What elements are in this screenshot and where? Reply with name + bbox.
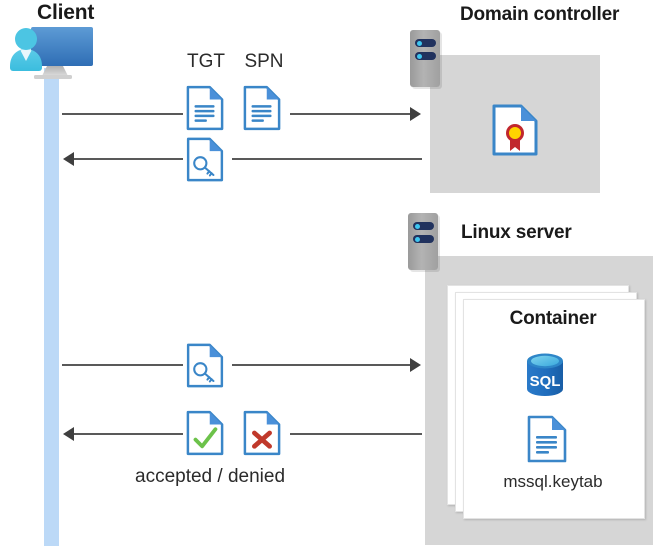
keytab-filename-label: mssql.keytab [503, 472, 603, 491]
tgt-label: TGT [187, 51, 225, 72]
message-request-line-right [290, 113, 412, 115]
container-card-front [463, 299, 645, 519]
service-ticket-key-document-icon [186, 137, 224, 187]
message-present-ticket-line-left [62, 364, 183, 366]
certificate-document-icon [492, 104, 538, 161]
domain-controller-server-rack-icon [410, 30, 440, 87]
accepted-check-document-icon [186, 410, 224, 461]
client-computer-user-icon [8, 22, 104, 84]
denied-cross-document-icon [243, 410, 281, 461]
sql-database-icon: SQL [521, 350, 569, 400]
client-lifeline [44, 68, 59, 546]
message-ticket-line-left [74, 158, 183, 160]
message-ticket-arrowhead [63, 152, 74, 166]
message-ticket-line-right [232, 158, 422, 160]
message-auth-result-line-right [290, 433, 422, 435]
accepted-denied-label: accepted / denied [135, 466, 286, 487]
message-auth-result-arrowhead [63, 427, 74, 441]
message-request-arrowhead [410, 107, 421, 121]
message-present-ticket-arrowhead [410, 358, 421, 372]
message-request-line-left [62, 113, 183, 115]
present-ticket-key-document-icon [186, 343, 224, 393]
tgt-document-icon [186, 85, 224, 136]
spn-document-icon [243, 85, 281, 136]
keytab-document-icon [527, 415, 567, 468]
linux-server-title: Linux server [461, 222, 572, 243]
message-auth-result-line-left [74, 433, 183, 435]
linux-server-rack-icon [408, 213, 438, 270]
message-present-ticket-line-right [232, 364, 412, 366]
sql-database-icon-text: SQL [530, 373, 561, 390]
client-title: Client [37, 1, 95, 24]
container-title: Container [509, 308, 597, 329]
spn-label: SPN [244, 51, 284, 72]
domain-controller-title: Domain controller [460, 4, 620, 25]
